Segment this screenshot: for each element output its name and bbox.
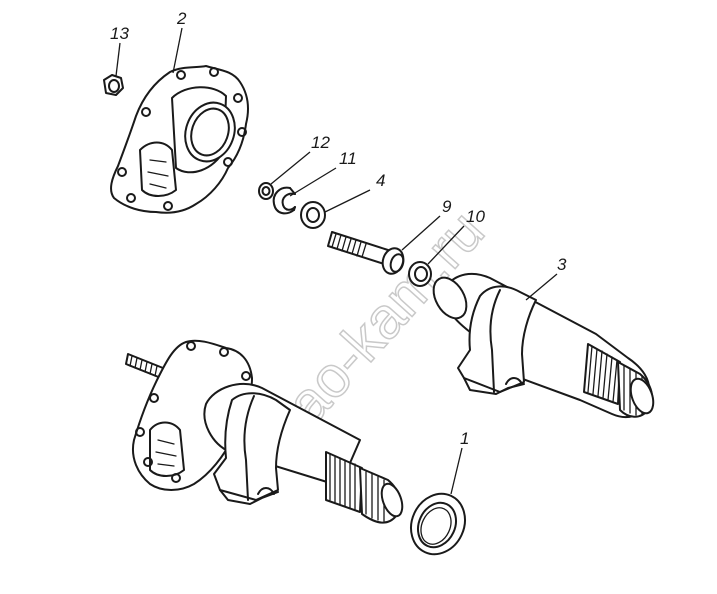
callout-13: 13	[110, 24, 129, 43]
callout-12: 12	[311, 133, 330, 152]
part-13-nut	[103, 74, 124, 96]
callout-1: 1	[460, 429, 469, 448]
callout-9: 9	[442, 197, 452, 216]
part-3-axle-shaft	[432, 272, 655, 418]
callout-10: 10	[466, 207, 485, 226]
callout-2: 2	[176, 9, 187, 28]
callout-3: 3	[557, 255, 567, 274]
assembly-flange-and-axle	[125, 339, 404, 524]
part-9-bolt	[327, 231, 405, 275]
part-1-seal-ring	[410, 492, 466, 556]
callout-11: 11	[339, 149, 357, 168]
part-10-bushing	[408, 261, 432, 287]
callout-labels: 13 2 12 11 4 9 10 3 1	[110, 9, 567, 448]
part-2-flange-housing	[110, 65, 249, 214]
part-12-ring	[258, 182, 274, 200]
part-11-circlip	[272, 186, 296, 215]
callout-leaders	[115, 27, 558, 495]
callout-4: 4	[376, 171, 385, 190]
part-4-washer	[300, 201, 326, 229]
